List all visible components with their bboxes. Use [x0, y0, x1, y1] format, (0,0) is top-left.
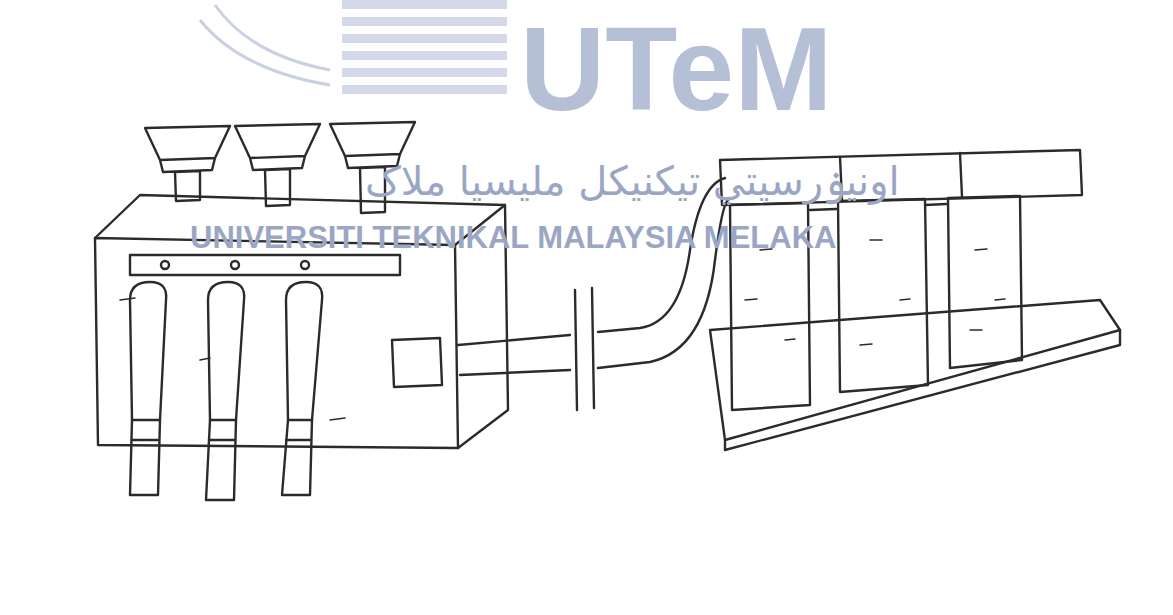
- logo-stripe: [342, 34, 507, 43]
- seal-arc: [200, 20, 330, 85]
- watermark-university: UNIVERSITI TEKNIKAL MALAYSIA MELAKA: [190, 220, 836, 256]
- connecting-pipe: [458, 178, 728, 410]
- watermark-jawi: اونيۏرسيتي تيکنيکل مليسيا ملاک: [365, 158, 900, 204]
- base-slab-edge: [725, 330, 1120, 450]
- front-bar: [130, 255, 400, 275]
- tube: [130, 282, 166, 495]
- sketch-mark: [745, 240, 1005, 345]
- logo-stripe: [342, 68, 507, 77]
- compartment: [948, 196, 1022, 368]
- box-front: [95, 238, 458, 448]
- watermark-logo-text: UTeM: [520, 2, 832, 138]
- seal-arc: [215, 5, 330, 70]
- tube-band: [132, 420, 160, 440]
- base-slab: [710, 300, 1120, 440]
- sketch-mark: [120, 298, 345, 420]
- logo-stripes: [342, 0, 507, 94]
- hopper: [235, 124, 320, 206]
- pipe: [598, 178, 728, 368]
- panel: [392, 338, 442, 387]
- watermark-logo: [200, 5, 330, 85]
- screw: [161, 261, 169, 269]
- logo-stripe: [342, 85, 507, 94]
- tube: [206, 282, 244, 500]
- pipe: [458, 335, 570, 375]
- screw: [231, 261, 239, 269]
- tube-band: [209, 420, 236, 440]
- screw: [301, 261, 309, 269]
- compartment-gap: [810, 204, 946, 210]
- break-mark: [575, 288, 594, 410]
- compartment: [838, 199, 928, 392]
- outlet-tubes: [130, 282, 322, 500]
- hopper: [145, 126, 230, 201]
- logo-stripe: [342, 51, 507, 60]
- logo-stripe: [342, 0, 507, 9]
- tube: [282, 282, 322, 495]
- tube-band: [286, 420, 312, 440]
- logo-stripe: [342, 17, 507, 26]
